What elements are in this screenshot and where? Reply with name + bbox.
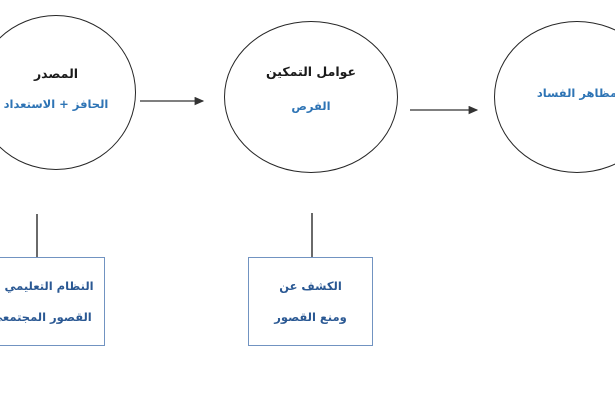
node-enablers-title: عوامل التمكين — [266, 64, 356, 79]
box-detection-prevention-line1: الكشف عن — [279, 278, 342, 293]
node-enablers-circle: عوامل التمكين الفرص — [224, 21, 398, 173]
box-educational-system-line1: النظام التعليمي أو — [0, 278, 94, 293]
box-detection-prevention: الكشف عن ومنع القصور — [248, 257, 373, 346]
box-detection-prevention-line2: ومنع القصور — [274, 309, 347, 324]
box-educational-system-line2: القصور المجتمعي — [0, 309, 92, 324]
box-educational-system: النظام التعليمي أو القصور المجتمعي — [0, 257, 105, 346]
node-source-title: المصدر — [33, 66, 79, 81]
node-source-circle: المصدر الحافز + الاستعداد — [0, 15, 136, 170]
node-enablers-subtitle: الفرص — [291, 99, 331, 113]
node-source-subtitle: الحافز + الاستعداد — [3, 97, 109, 111]
node-manifestations-label: مظاهر الفساد — [536, 86, 615, 100]
node-manifestations-circle: مظاهر الفساد — [494, 21, 615, 173]
